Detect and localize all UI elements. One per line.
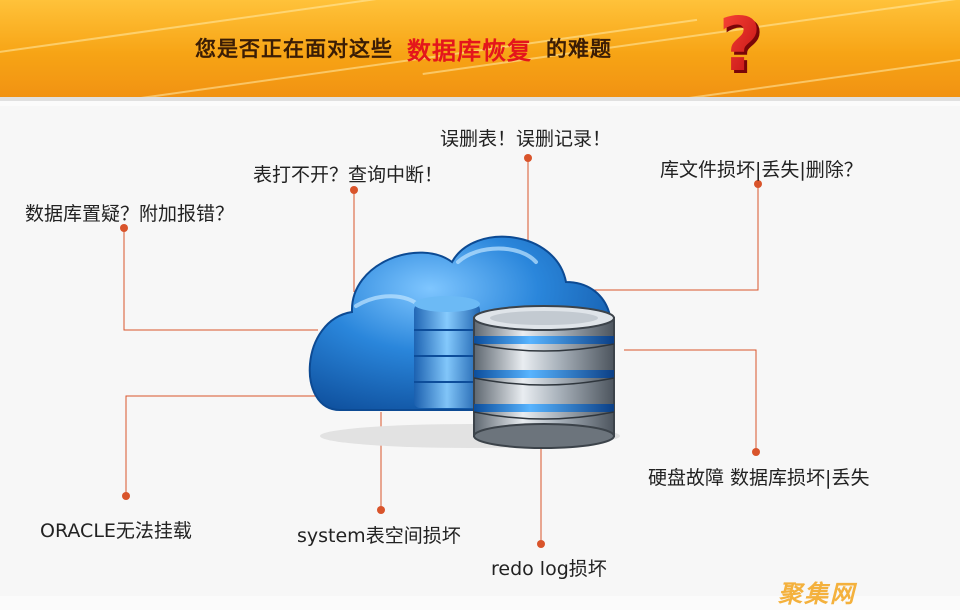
dot-redo: [537, 540, 545, 548]
label-file-damage: 库文件损坏|丢失|删除？: [660, 159, 863, 181]
question-mark-icon: ? ?: [719, 8, 765, 88]
title-suffix: 的难题: [546, 37, 612, 61]
label-delete-table: 误删表！误删记录！: [440, 128, 612, 150]
dot-file-damage: [754, 180, 762, 188]
dot-oracle: [122, 492, 130, 500]
header-title: 您是否正在面对这些 数据库恢复 的难题: [195, 28, 612, 68]
svg-text:?: ?: [719, 8, 762, 88]
svg-text:?: ?: [722, 8, 765, 88]
banner-divider: [0, 97, 960, 101]
dot-table-open: [350, 186, 358, 194]
label-redo-log: redo log损坏: [491, 558, 607, 580]
dot-suspect: [120, 224, 128, 232]
label-system-tablespace: system表空间损坏: [297, 525, 461, 547]
label-suspect: 数据库置疑？附加报错？: [25, 203, 235, 225]
label-table-open: 表打不开？查询中断！: [253, 164, 444, 186]
title-prefix: 您是否正在面对这些: [195, 37, 393, 61]
dot-system: [377, 506, 385, 514]
header-banner: 您是否正在面对这些 数据库恢复 的难题 ? ?: [0, 0, 960, 98]
dot-disk-failure: [752, 448, 760, 456]
label-oracle: ORACLE无法挂载: [40, 520, 192, 542]
label-disk-failure: 硬盘故障 数据库损坏|丢失: [648, 467, 870, 489]
cloud-database-icon: [308, 235, 620, 449]
dot-delete-table: [524, 154, 532, 162]
watermark: 聚集网: [778, 580, 856, 608]
title-highlight: 数据库恢复: [407, 36, 532, 65]
